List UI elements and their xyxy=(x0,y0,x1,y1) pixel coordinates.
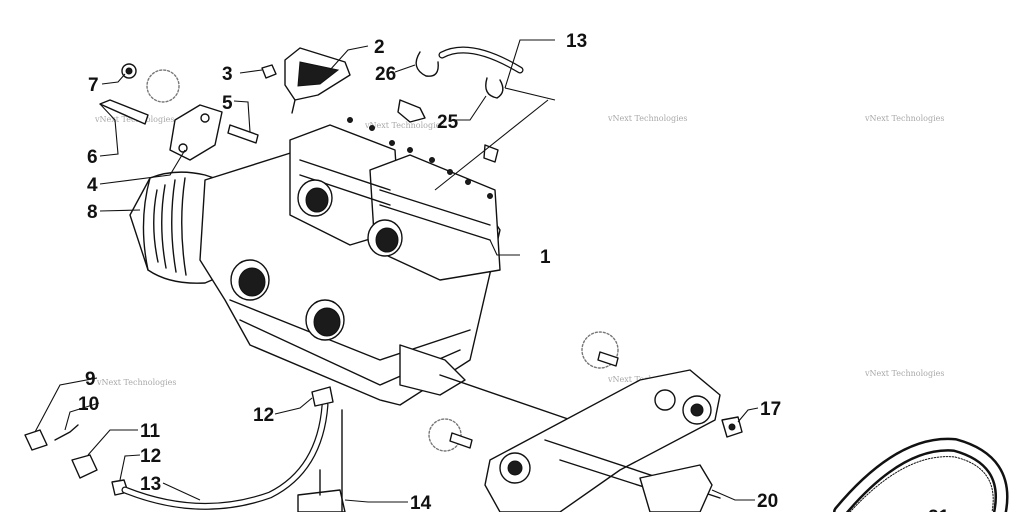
callout-13-top: 13 xyxy=(566,31,587,52)
callout-2: 2 xyxy=(374,37,385,58)
watermark: vNext Technologies xyxy=(864,369,944,378)
callout-17: 17 xyxy=(760,399,781,420)
crankshaft-stub xyxy=(399,344,466,396)
callout-20: 20 xyxy=(757,491,778,512)
bolt-5 xyxy=(227,124,259,144)
pulley-ghost-bottom xyxy=(428,418,462,452)
callout-7: 7 xyxy=(88,75,99,96)
callout-14: 14 xyxy=(410,493,432,512)
callout-26: 26 xyxy=(375,64,396,85)
head-bolts xyxy=(347,117,493,199)
callout-1: 1 xyxy=(540,247,551,268)
clamp-25 xyxy=(485,77,504,99)
callout-6: 6 xyxy=(87,147,98,168)
bolt-lower xyxy=(449,432,473,449)
engine-mount-plate xyxy=(484,369,721,512)
clip xyxy=(261,64,277,79)
callout-9: 9 xyxy=(85,369,96,390)
callout-5: 5 xyxy=(222,93,233,114)
callout-12-lower: 12 xyxy=(140,446,161,467)
watermark: vNext Technologies xyxy=(864,114,944,123)
engine-assembly xyxy=(129,99,601,431)
callout-11: 11 xyxy=(140,421,161,442)
callout-13-lower: 13 xyxy=(140,474,161,495)
drive-gear xyxy=(146,69,180,103)
callouts: 1 2 3 4 5 6 7 8 9 10 11 12 12 13 13 14 1… xyxy=(78,31,950,512)
sensor-fitting xyxy=(397,99,426,123)
watermark: vNext Technologies xyxy=(96,378,176,387)
bracket-4 xyxy=(169,104,223,161)
watermark: vNext Technologies xyxy=(364,121,444,130)
callout-21: 21 xyxy=(928,507,950,512)
wire-10 xyxy=(54,424,79,441)
water-outlet xyxy=(483,144,499,163)
leader-lines xyxy=(34,39,759,503)
rope-handle xyxy=(284,47,351,114)
watermark: vNext Technologies xyxy=(607,114,687,123)
clamp-12-upper xyxy=(311,386,334,407)
callout-8: 8 xyxy=(87,202,98,223)
bolt-upper xyxy=(597,351,619,367)
fitting-9 xyxy=(24,429,48,451)
pulley-ghost-top xyxy=(581,331,619,369)
callout-10: 10 xyxy=(78,394,99,415)
plate-20 xyxy=(639,464,713,512)
snap-ring-26 xyxy=(415,51,439,77)
bracket-14 xyxy=(297,489,346,512)
fitting-11 xyxy=(71,454,98,479)
callout-25: 25 xyxy=(437,112,459,133)
lower-fittings xyxy=(24,386,346,512)
bolt-6 xyxy=(99,99,149,125)
callout-12-upper: 12 xyxy=(253,405,274,426)
callout-4: 4 xyxy=(87,175,98,196)
callout-3: 3 xyxy=(222,64,233,85)
